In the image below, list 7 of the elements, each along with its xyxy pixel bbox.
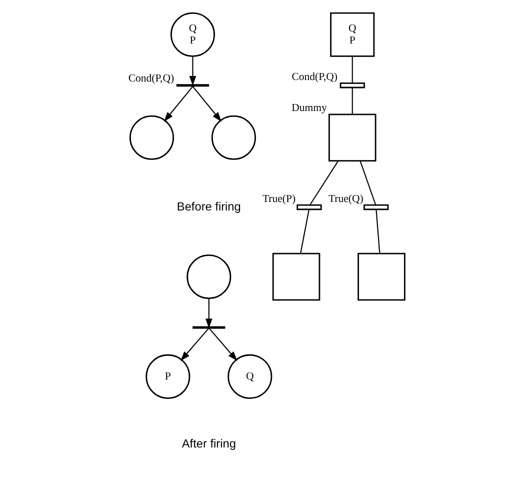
label: After firing bbox=[181, 436, 236, 451]
node-label: True(P) bbox=[262, 192, 296, 205]
node-label: True(Q) bbox=[328, 192, 363, 205]
node-label: Dummy bbox=[291, 102, 326, 114]
label: Before firing bbox=[176, 199, 240, 214]
node-label: Cond(P,Q) bbox=[128, 72, 174, 85]
node-label: Cond(P,Q) bbox=[291, 70, 337, 83]
